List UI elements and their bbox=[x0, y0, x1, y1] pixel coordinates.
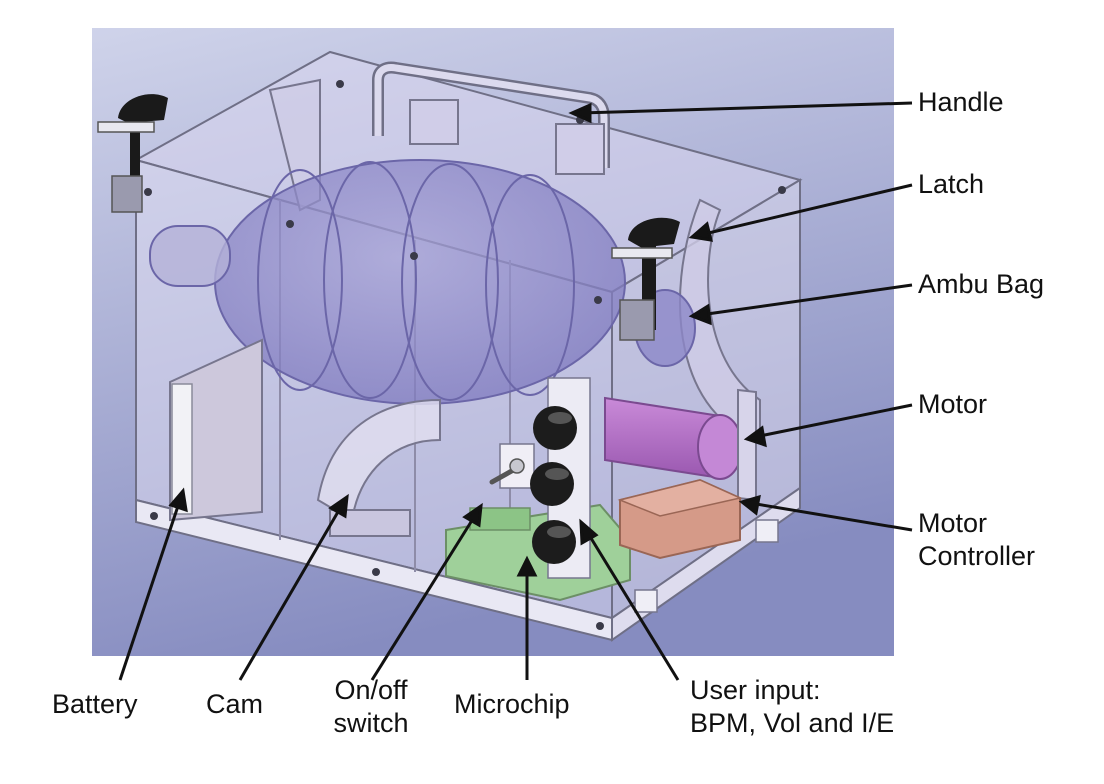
knob-bpm bbox=[533, 406, 577, 450]
label-cam: Cam bbox=[206, 689, 264, 719]
ambu-bag-rib bbox=[257, 169, 343, 391]
knob-highlight bbox=[548, 412, 572, 424]
arrowhead-ambu-bag bbox=[688, 303, 712, 326]
motor-cap bbox=[697, 414, 743, 480]
knob-vol bbox=[530, 462, 574, 506]
arrowhead-motor bbox=[743, 425, 767, 448]
label-ambu-bag: Ambu Bag bbox=[918, 269, 1045, 299]
arrowhead-cam bbox=[328, 493, 349, 519]
arrowhead-handle bbox=[568, 102, 592, 124]
label-user-input: User input: BPM, Vol and I/E bbox=[690, 675, 895, 738]
callout-switch bbox=[370, 513, 478, 681]
callout-lines bbox=[118, 101, 913, 681]
battery-face bbox=[171, 383, 193, 515]
label-switch: On/off switch bbox=[333, 675, 409, 738]
callout-handle bbox=[579, 101, 913, 115]
motor-controller-top bbox=[617, 479, 743, 517]
handle-mount bbox=[409, 99, 459, 145]
latch-left-plate bbox=[97, 121, 155, 133]
knob-highlight bbox=[547, 526, 571, 538]
label-latch: Latch bbox=[918, 169, 985, 199]
motor-bracket bbox=[737, 388, 757, 502]
switch-pivot bbox=[509, 458, 525, 474]
label-motor-controller: Motor Controller bbox=[918, 508, 1036, 571]
base-foot bbox=[755, 519, 779, 543]
latch-right-plate bbox=[611, 247, 673, 259]
label-battery: Battery bbox=[52, 689, 138, 719]
label-microchip: Microchip bbox=[454, 689, 570, 719]
knob-ie bbox=[532, 520, 576, 564]
arrowhead-microchip bbox=[516, 555, 538, 577]
arrowhead-latch bbox=[688, 221, 714, 242]
arrowhead-motor-controller bbox=[738, 494, 761, 516]
handle-mount bbox=[555, 123, 605, 175]
battery bbox=[169, 338, 263, 522]
latch-right-clip bbox=[619, 299, 655, 341]
arrowhead-switch bbox=[462, 502, 483, 528]
ambu-bag-rib bbox=[323, 161, 417, 399]
label-handle: Handle bbox=[918, 87, 1004, 117]
ambu-bag-rib bbox=[401, 163, 499, 401]
knob-highlight bbox=[545, 468, 569, 480]
screws bbox=[144, 80, 786, 630]
base-foot bbox=[634, 589, 658, 613]
ambu-bag-rib bbox=[485, 174, 575, 396]
callout-ambu-bag bbox=[699, 283, 913, 317]
latch-right bbox=[628, 217, 680, 330]
ambu-bag-neck bbox=[149, 225, 231, 287]
callout-cam bbox=[238, 504, 344, 681]
callout-motor bbox=[754, 403, 913, 439]
ambu-bag bbox=[214, 159, 626, 405]
latch-left-clip bbox=[111, 175, 143, 213]
arrowhead-battery bbox=[168, 487, 188, 513]
callout-battery bbox=[118, 499, 182, 681]
callout-user-input bbox=[584, 529, 680, 681]
label-motor: Motor bbox=[918, 389, 988, 419]
latch-left bbox=[118, 94, 168, 178]
callout-motor-controller bbox=[749, 501, 913, 532]
callout-latch bbox=[699, 183, 913, 237]
arrowhead-user-input bbox=[579, 518, 599, 546]
cam bbox=[316, 398, 441, 522]
